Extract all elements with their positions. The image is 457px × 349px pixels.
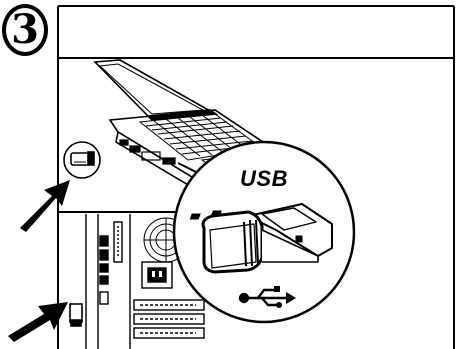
step-number-badge: 3 [0, 4, 52, 60]
desktop-power-socket [141, 261, 173, 289]
arrow-to-desktop-port [8, 302, 68, 342]
laptop-receiver-inset [63, 141, 101, 179]
desktop-expansion-slots [133, 299, 205, 339]
desktop-receiver [69, 303, 83, 327]
usb-symbol-icon [238, 286, 296, 308]
step-number-text: 3 [11, 6, 39, 53]
usb-label: USB [240, 166, 288, 191]
desktop-tower-illustration [60, 214, 216, 349]
arrow-to-laptop-port [20, 180, 70, 232]
usb-receiver-icon [189, 203, 333, 274]
desktop-port-column [99, 221, 123, 305]
usb-callout [172, 140, 356, 324]
step-number-ring [2, 4, 48, 56]
panel-frame [57, 5, 455, 349]
laptop-side-ports [119, 139, 197, 173]
